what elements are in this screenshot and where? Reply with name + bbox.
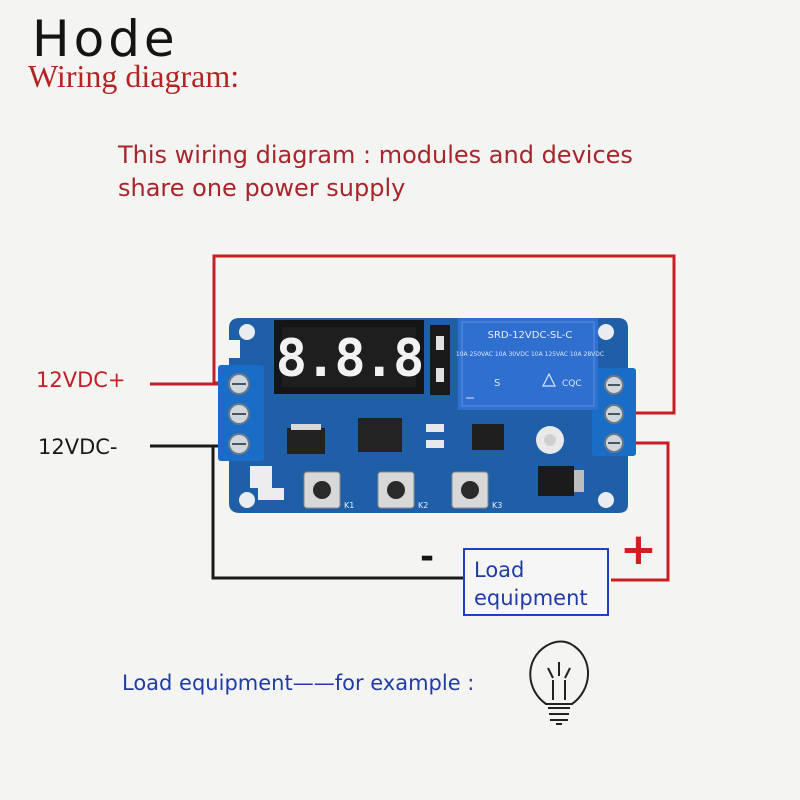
load-equipment-label: Load equipment xyxy=(474,556,588,612)
button-k3-label: K3 xyxy=(492,501,502,510)
positive-supply-label: 12VDC+ xyxy=(36,368,126,392)
note-line-2: share one power supply xyxy=(118,174,406,202)
load-positive-sign: + xyxy=(620,524,657,575)
svg-text:CQC: CQC xyxy=(562,379,582,389)
button-k1: K1 xyxy=(303,471,354,510)
example-caption: Load equipment——for example : xyxy=(122,671,475,695)
negative-supply-label: 12VDC- xyxy=(38,435,118,459)
relay-marking: SRD-12VDC-SL-C xyxy=(488,330,573,341)
microcontroller xyxy=(358,418,402,452)
svg-text:S: S xyxy=(494,378,500,389)
button-k3: K3 xyxy=(451,471,502,510)
note-line-1: This wiring diagram : modules and device… xyxy=(118,141,633,169)
load-label-line-1: Load xyxy=(474,558,525,582)
light-bulb-icon xyxy=(529,640,589,725)
diagram-heading: Wiring diagram: xyxy=(28,58,240,94)
relay-module-board: 8.8.8 SRD-12VDC-SL-C 10A 250VAC 10A 30VD… xyxy=(218,318,636,513)
button-k2: K2 xyxy=(377,471,428,510)
load-equipment-box xyxy=(463,548,609,616)
relay xyxy=(458,318,598,410)
relay-specs: 10A 250VAC 10A 30VDC 10A 125VAC 10A 28VD… xyxy=(456,351,604,358)
button-k2-label: K2 xyxy=(418,501,428,510)
button-k1-label: K1 xyxy=(344,501,354,510)
load-negative-sign: - xyxy=(420,537,435,577)
display-digits: 8.8.8 xyxy=(276,329,423,389)
optocoupler xyxy=(287,428,325,454)
transistor xyxy=(538,466,574,496)
load-label-line-2: equipment xyxy=(474,586,588,610)
brand-logo: Hode xyxy=(32,10,179,68)
red-wire-load xyxy=(611,441,670,582)
